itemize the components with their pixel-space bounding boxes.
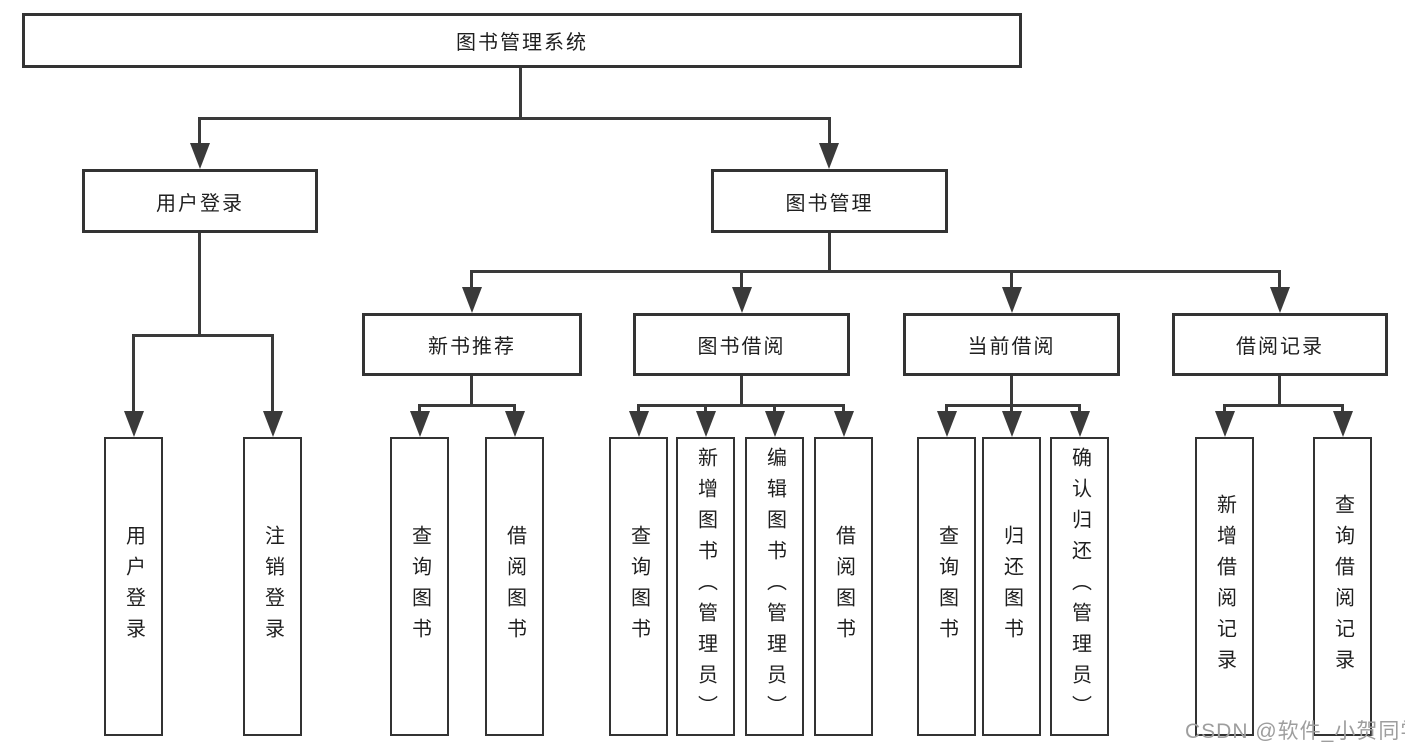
leaf-borrow-books-1-label: 借阅图书 <box>503 524 526 649</box>
node-current-borrow: 当前借阅 <box>903 313 1120 376</box>
node-user-login: 用户登录 <box>82 169 318 233</box>
node-user-login-label: 用户登录 <box>156 192 244 215</box>
leaf-confirm-return-admin-label: 确认归还（管理员） <box>1068 447 1091 726</box>
arrow-down-icon <box>505 411 525 437</box>
leaf-return-books: 归还图书 <box>982 437 1041 736</box>
node-book-mgmt-label: 图书管理 <box>785 192 874 215</box>
connector-current-borrow-bus <box>945 404 1081 407</box>
connector-user-login-drop <box>198 232 201 336</box>
leaf-query-books-2: 查询图书 <box>609 437 668 736</box>
leaf-query-books-1-label: 查询图书 <box>408 524 431 649</box>
leaf-query-borrow-record: 查询借阅记录 <box>1313 437 1372 736</box>
arrow-down-icon <box>1002 411 1022 437</box>
connector-stem-book-mgmt <box>828 117 831 145</box>
leaf-return-books-label: 归还图书 <box>1000 524 1023 649</box>
leaf-logout-login-label: 注销登录 <box>261 524 284 649</box>
connector-stem-leaf <box>271 334 274 414</box>
connector-stem-leaf <box>513 404 516 414</box>
arrow-down-icon <box>124 411 144 437</box>
connector-root-drop <box>519 66 522 120</box>
connector-stem-leaf <box>773 404 776 414</box>
connector-book-mgmt-bus <box>470 270 1281 273</box>
leaf-logout-login: 注销登录 <box>243 437 302 736</box>
connector-book-mgmt-drop <box>828 232 831 273</box>
connector-borrow-records-drop <box>1278 374 1281 406</box>
connector-borrow-records-bus <box>1223 404 1344 407</box>
arrow-down-icon <box>765 411 785 437</box>
arrow-down-icon <box>410 411 430 437</box>
leaf-borrow-books-1: 借阅图书 <box>485 437 544 736</box>
arrow-down-icon <box>1070 411 1090 437</box>
node-book-mgmt: 图书管理 <box>711 169 948 233</box>
leaf-query-borrow-record-label: 查询借阅记录 <box>1331 493 1354 680</box>
connector-stem-leaf <box>1010 404 1013 414</box>
leaf-borrow-books-2: 借阅图书 <box>814 437 873 736</box>
connector-new-books-drop <box>470 374 473 406</box>
leaf-borrow-books-2-label: 借阅图书 <box>832 524 855 649</box>
leaf-query-books-3-label: 查询图书 <box>935 524 958 649</box>
leaf-query-books-3: 查询图书 <box>917 437 976 736</box>
connector-stem-leaf <box>704 404 707 414</box>
arrow-down-icon <box>1333 411 1353 437</box>
connector-stem-current-borrow <box>1010 270 1013 290</box>
connector-stem-leaf <box>1223 404 1226 414</box>
leaf-query-books-1: 查询图书 <box>390 437 449 736</box>
leaf-add-books-admin: 新增图书（管理员） <box>676 437 735 736</box>
connector-root-bus <box>198 117 831 120</box>
connector-current-borrow-drop <box>1010 374 1013 406</box>
connector-new-books-bus <box>418 404 516 407</box>
arrow-down-icon <box>629 411 649 437</box>
leaf-user-login: 用户登录 <box>104 437 163 736</box>
arrow-down-icon <box>732 287 752 313</box>
connector-stem-user-login <box>198 117 201 145</box>
arrow-down-icon <box>190 143 210 169</box>
node-root: 图书管理系统 <box>22 13 1022 68</box>
arrow-down-icon <box>1002 287 1022 313</box>
leaf-edit-books-admin: 编辑图书（管理员） <box>745 437 804 736</box>
connector-stem-leaf <box>132 334 135 414</box>
connector-stem-leaf <box>637 404 640 414</box>
arrow-down-icon <box>819 143 839 169</box>
connector-stem-leaf <box>842 404 845 414</box>
node-borrow-records-label: 借阅记录 <box>1236 336 1324 358</box>
connector-stem-leaf <box>945 404 948 414</box>
leaf-add-borrow-record-label: 新增借阅记录 <box>1213 493 1236 680</box>
arrow-down-icon <box>696 411 716 437</box>
arrow-down-icon <box>462 287 482 313</box>
leaf-edit-books-admin-label: 编辑图书（管理员） <box>763 447 786 726</box>
connector-book-borrow-bus <box>637 404 845 407</box>
connector-stem-leaf <box>1341 404 1344 414</box>
connector-stem-leaf <box>418 404 421 414</box>
arrow-down-icon <box>1215 411 1235 437</box>
connector-stem-borrow-records <box>1278 270 1281 290</box>
leaf-add-books-admin-label: 新增图书（管理员） <box>694 447 717 726</box>
leaf-add-borrow-record: 新增借阅记录 <box>1195 437 1254 736</box>
leaf-user-login-label: 用户登录 <box>122 524 145 649</box>
connector-book-borrow-drop <box>740 374 743 406</box>
leaf-confirm-return-admin: 确认归还（管理员） <box>1050 437 1109 736</box>
node-book-borrow-label: 图书借阅 <box>697 336 786 358</box>
node-borrow-records: 借阅记录 <box>1172 313 1388 376</box>
arrow-down-icon <box>1270 287 1290 313</box>
leaf-query-books-2-label: 查询图书 <box>627 524 650 649</box>
arrow-down-icon <box>263 411 283 437</box>
node-root-label: 图书管理系统 <box>456 32 588 54</box>
arrow-down-icon <box>937 411 957 437</box>
watermark: CSDN @软件_小贺同学 <box>1185 720 1405 743</box>
connector-stem-leaf <box>1078 404 1081 414</box>
node-book-borrow: 图书借阅 <box>633 313 850 376</box>
connector-user-login-bus <box>132 334 274 337</box>
connector-stem-book-borrow <box>740 270 743 290</box>
connector-stem-new-books <box>470 270 473 290</box>
arrow-down-icon <box>834 411 854 437</box>
node-current-borrow-label: 当前借阅 <box>967 336 1056 358</box>
node-new-books-label: 新书推荐 <box>428 336 516 358</box>
node-new-books: 新书推荐 <box>362 313 582 376</box>
